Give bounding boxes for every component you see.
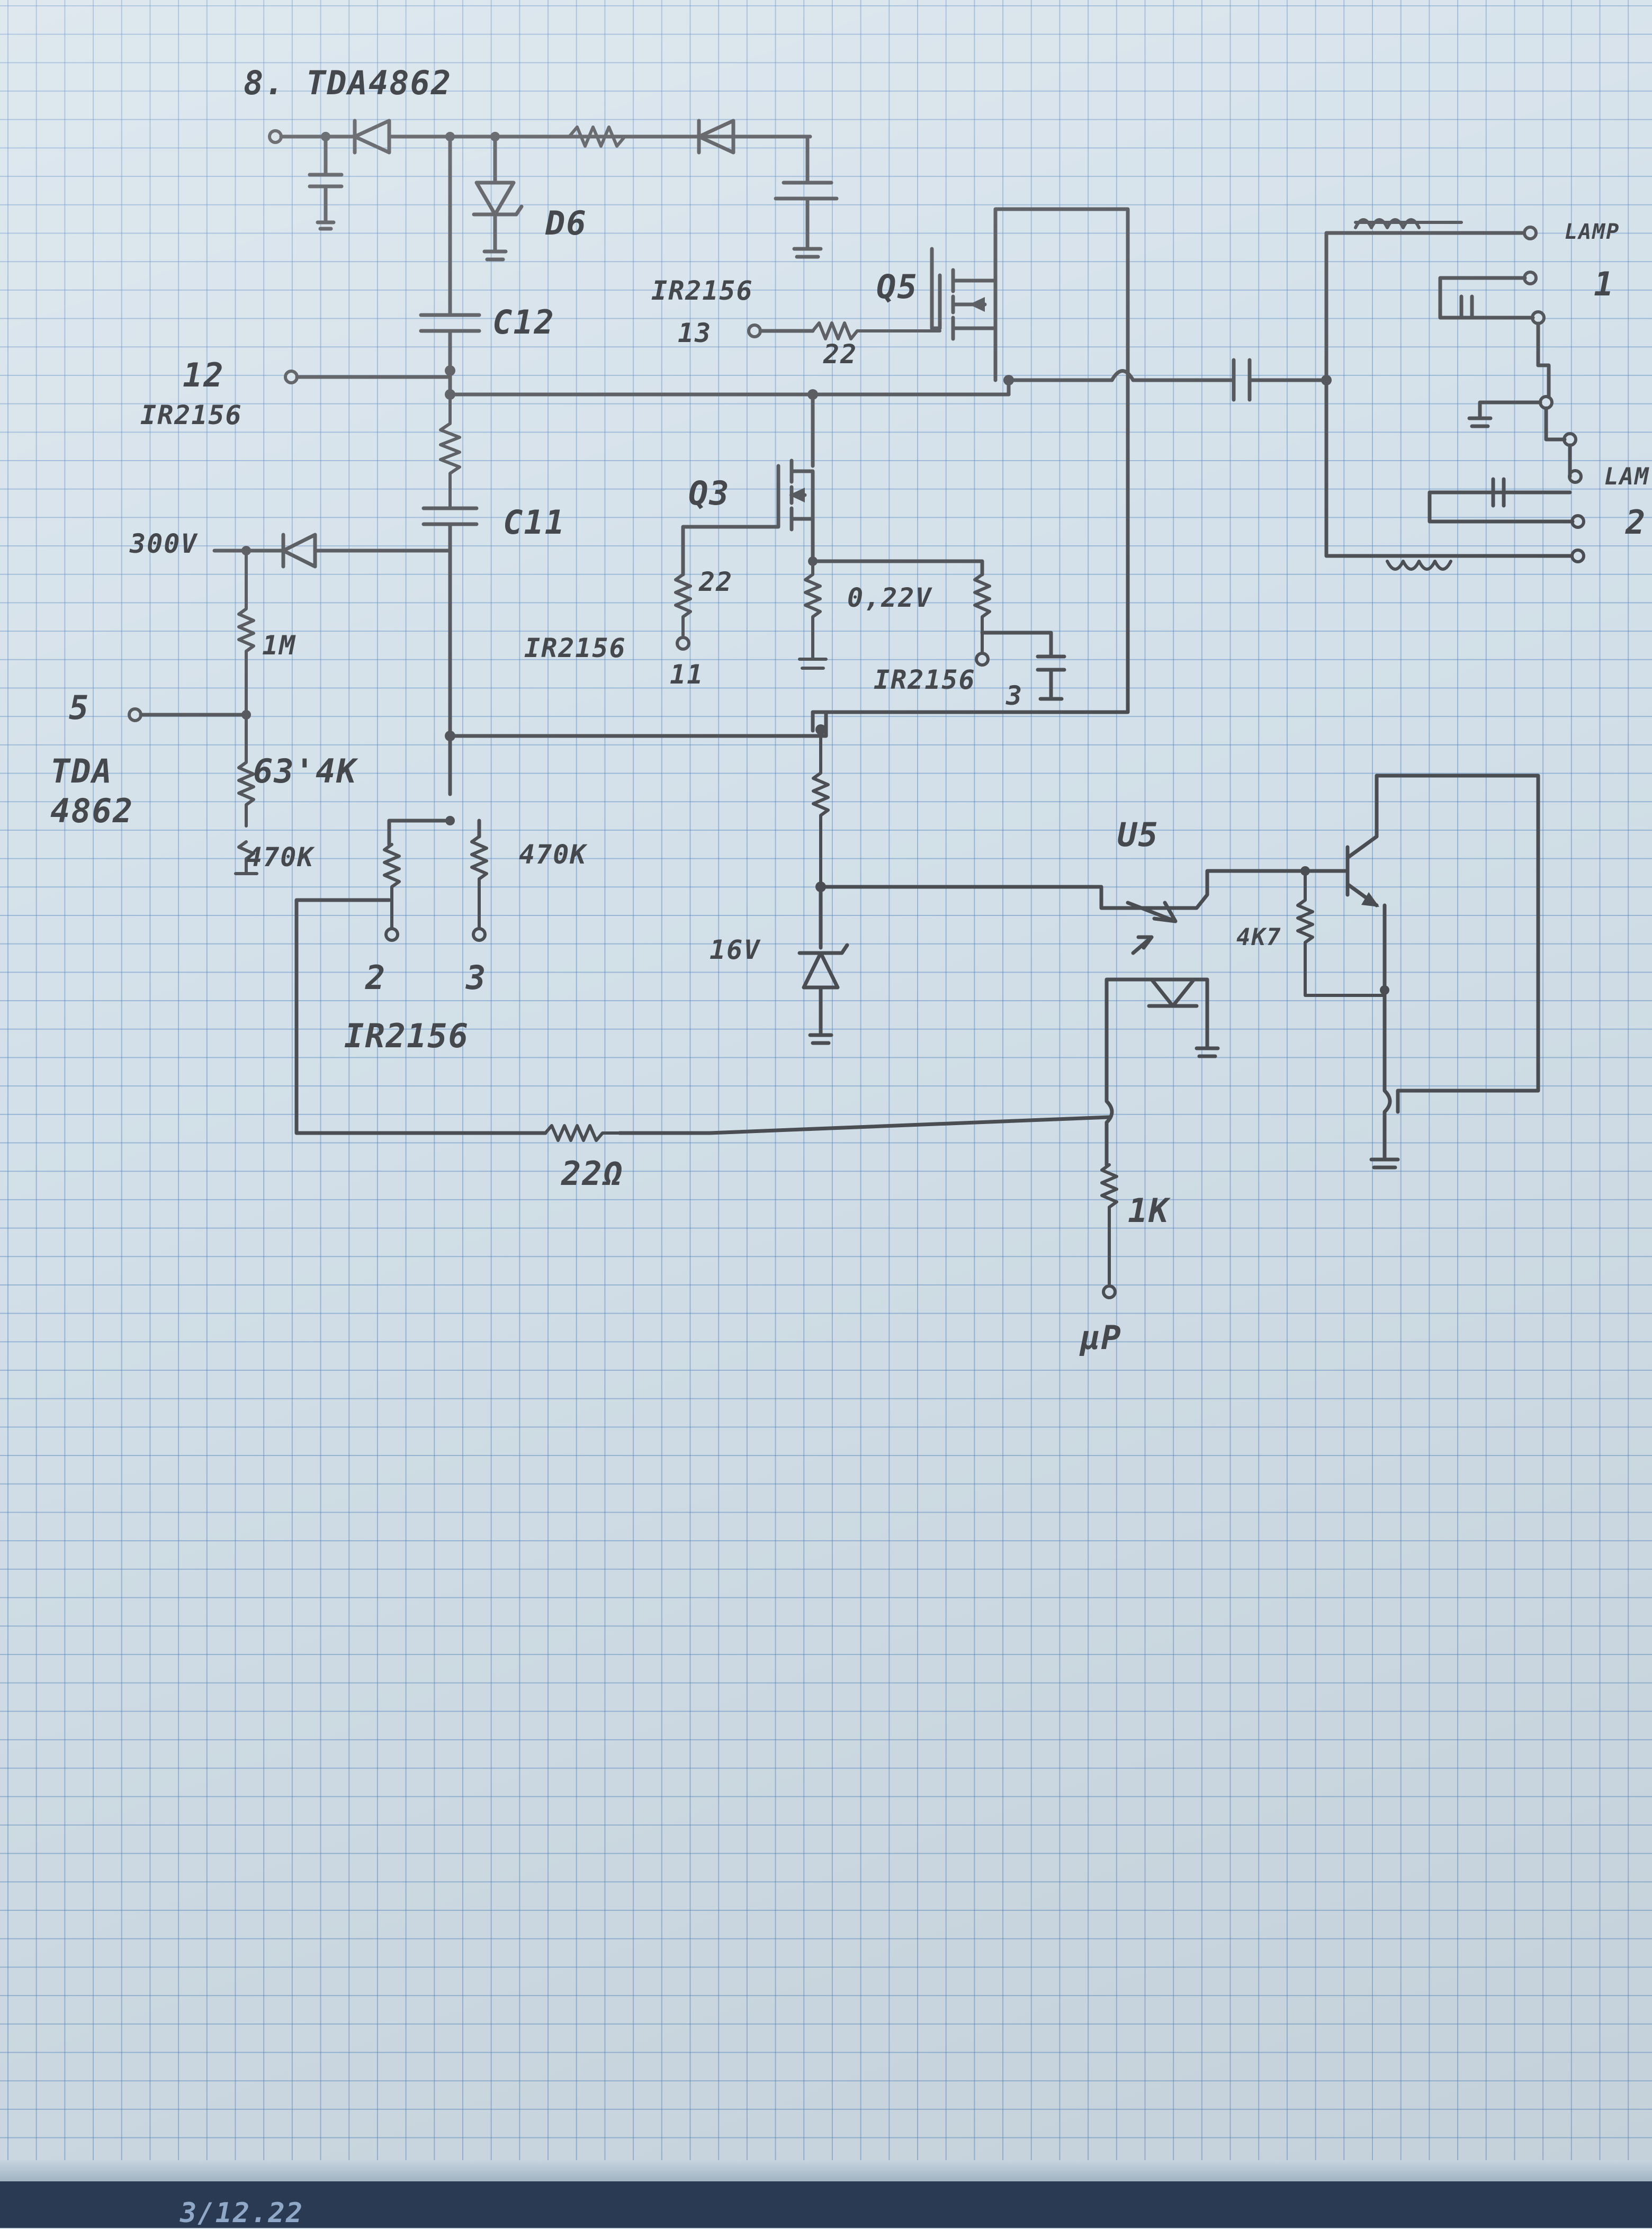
label-lamp2-b: 2 bbox=[1626, 503, 1647, 542]
resistor-1k bbox=[1100, 1163, 1118, 1288]
resistor-q3-gate bbox=[674, 573, 692, 637]
capacitor-to-ground bbox=[308, 134, 344, 231]
wire-to-optocoupler bbox=[819, 869, 1305, 910]
resistor-q5-gate bbox=[811, 321, 941, 340]
label-ir-pin11-num: 11 bbox=[670, 659, 704, 690]
label-zener-16v: 16V bbox=[710, 934, 761, 965]
lamp1-capacitor bbox=[1438, 276, 1535, 320]
label-c11: C11 bbox=[503, 503, 565, 542]
label-r-22ohm: 22Ω bbox=[561, 1154, 624, 1193]
label-q3: Q3 bbox=[688, 474, 730, 513]
resistor-1m bbox=[237, 549, 255, 716]
lamp-ground bbox=[1467, 321, 1551, 428]
label-lamp1-a: LAMP bbox=[1565, 220, 1620, 244]
label-u5: U5 bbox=[1117, 815, 1159, 854]
capacitor-c11 bbox=[421, 506, 479, 526]
label-ir-pin13-num: 13 bbox=[678, 318, 712, 348]
label-lamp2-a: LAM bbox=[1604, 463, 1650, 490]
zener-16v bbox=[797, 885, 849, 1045]
label-bottom-scrap: 3/12.22 bbox=[180, 2197, 304, 2229]
label-r-470k-a: 470K bbox=[246, 842, 315, 873]
resistor-to-zener bbox=[812, 728, 830, 886]
wire-q5-drain-loop bbox=[811, 207, 1130, 714]
label-r-4k7: 4K7 bbox=[1236, 924, 1282, 951]
zener-d6 bbox=[472, 134, 524, 262]
label-pin2: 2 bbox=[365, 958, 387, 997]
label-tda-pin5-num: 5 bbox=[69, 688, 90, 727]
optocoupler-led bbox=[1147, 977, 1220, 1058]
resistor-470k-c bbox=[234, 840, 258, 875]
label-r-1m: 1M bbox=[262, 630, 297, 661]
optocoupler-phototransistor bbox=[1126, 901, 1178, 923]
transistor-u5 bbox=[1300, 774, 1540, 1114]
label-r-1k: 1K bbox=[1128, 1191, 1170, 1230]
label-ir-pin12-num: 12 bbox=[183, 356, 225, 394]
resistor-470k-a bbox=[383, 843, 401, 933]
lamp2-capacitor bbox=[1427, 477, 1575, 524]
output-capacitor bbox=[1110, 358, 1328, 402]
resistor-filter bbox=[973, 573, 991, 661]
resistor-22ohm bbox=[544, 1124, 621, 1142]
resistor-top bbox=[568, 125, 626, 148]
diode-symbol bbox=[353, 119, 391, 155]
label-q5-gate-resistor: 22 bbox=[823, 339, 858, 370]
label-d6: D6 bbox=[545, 204, 587, 242]
label-ir-pin3-num: 3 bbox=[1006, 680, 1023, 711]
label-tda-pin5-b: 4862 bbox=[50, 792, 134, 830]
label-tda-pin8: 8. TDA4862 bbox=[244, 64, 452, 102]
label-ir-pin13-chip: IR2156 bbox=[651, 275, 753, 306]
label-ir-pin11-chip: IR2156 bbox=[524, 633, 626, 663]
label-q5: Q5 bbox=[876, 267, 918, 306]
label-shunt-voltage: 0,22V bbox=[847, 582, 932, 613]
label-c12: C12 bbox=[492, 303, 555, 341]
label-r-470k-b: 470K bbox=[519, 839, 587, 870]
resistor-4k7 bbox=[1296, 869, 1386, 997]
capacitor-right-ground bbox=[731, 134, 839, 259]
label-tda-pin5-a: TDA bbox=[50, 752, 113, 790]
resistor-470k-b bbox=[470, 835, 488, 933]
capacitor-c12 bbox=[419, 313, 481, 333]
label-r-634k: 63'4K bbox=[253, 752, 357, 790]
label-ir-bottom: IR2156 bbox=[344, 1017, 469, 1055]
label-lamp1-b: 1 bbox=[1594, 265, 1615, 303]
label-q3-gate-resistor: 22 bbox=[699, 567, 733, 597]
mosfet-q5 bbox=[938, 268, 998, 341]
wire-emitter-ground bbox=[1369, 903, 1400, 1170]
label-supply: 300V bbox=[130, 528, 198, 559]
resistor-series bbox=[439, 393, 461, 510]
resistor-634k bbox=[237, 713, 255, 828]
inductor-lamp2 bbox=[1386, 560, 1452, 571]
mosfet-q3 bbox=[776, 459, 815, 563]
label-ir-pin3-chip: IR2156 bbox=[874, 664, 976, 695]
label-pin3: 3 bbox=[466, 958, 487, 997]
capacitor-pin3 bbox=[980, 631, 1066, 701]
resistor-shunt bbox=[798, 560, 828, 670]
label-ir-pin12-chip: IR2156 bbox=[140, 400, 243, 430]
desk-edge bbox=[0, 2181, 1652, 2228]
label-microprocessor: µP bbox=[1080, 1318, 1122, 1357]
inductor-lamp1 bbox=[1354, 218, 1463, 229]
